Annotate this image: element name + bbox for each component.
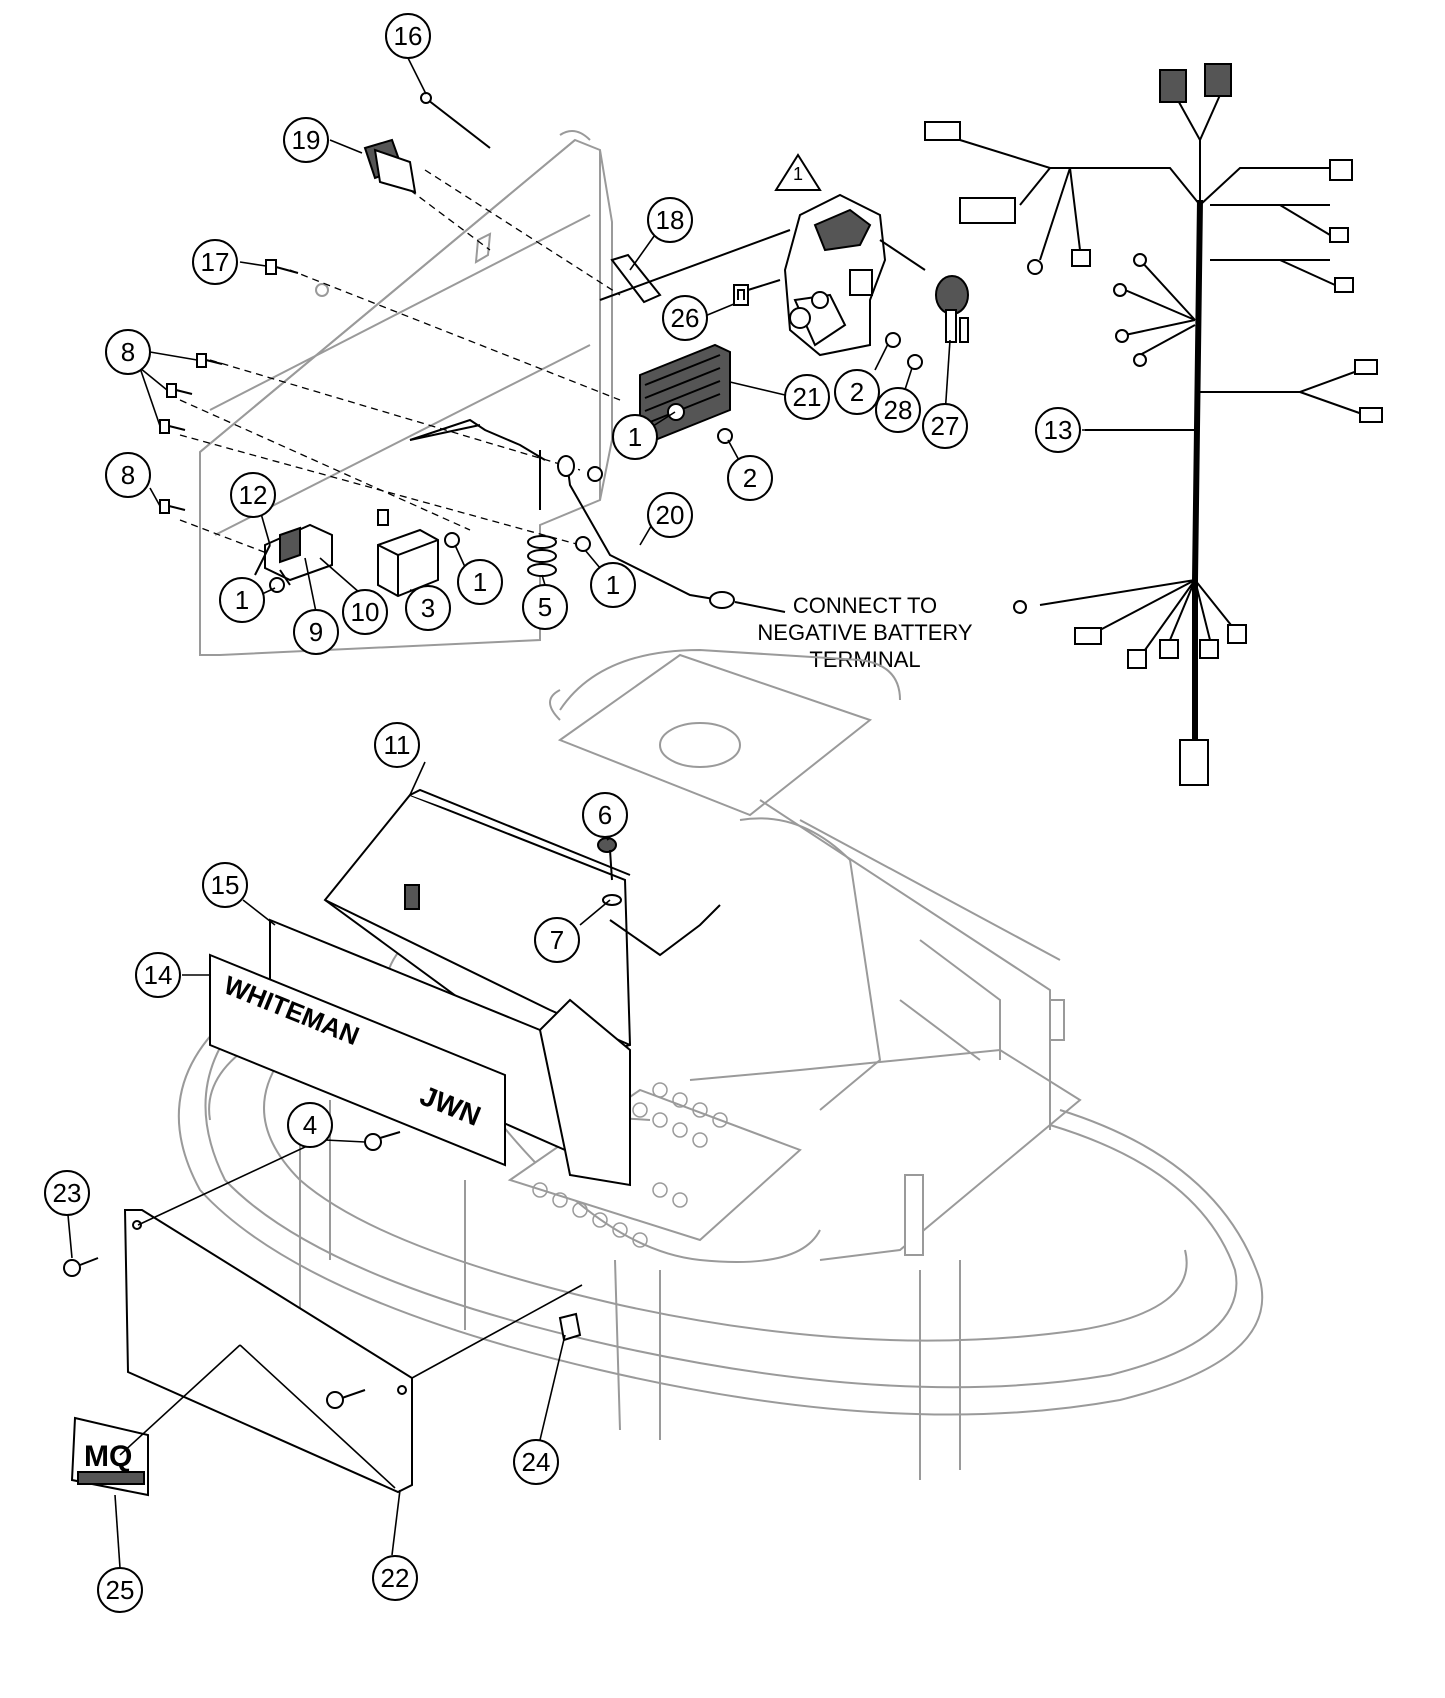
svg-text:28: 28 bbox=[884, 395, 913, 425]
svg-text:21: 21 bbox=[793, 382, 822, 412]
note-line-1: CONNECT TO bbox=[793, 593, 937, 618]
callout-8b: 8 bbox=[105, 452, 151, 498]
mq-decal-part: MQ bbox=[70, 1416, 149, 1497]
callout-19: 19 bbox=[283, 117, 329, 163]
callout-27: 27 bbox=[922, 403, 968, 449]
svg-text:7: 7 bbox=[550, 925, 564, 955]
relay-part bbox=[377, 509, 439, 598]
callout-20: 20 bbox=[647, 492, 693, 538]
cover-plate-part bbox=[63, 1209, 413, 1494]
diode-part bbox=[254, 523, 333, 593]
assembly-lines bbox=[179, 169, 621, 561]
callout-24: 24 bbox=[513, 1439, 559, 1485]
rocker-switch-part bbox=[363, 138, 417, 194]
screw-4-part bbox=[364, 1131, 401, 1151]
battery-terminal-note: CONNECT TO NEGATIVE BATTERY TERMINAL bbox=[757, 593, 972, 672]
svg-text:13: 13 bbox=[1044, 415, 1073, 445]
callout-22: 22 bbox=[372, 1555, 418, 1601]
callout-8a: 8 bbox=[105, 329, 151, 375]
panel-bracket bbox=[199, 130, 613, 656]
bolt-17-part bbox=[265, 259, 299, 275]
fuse-part bbox=[733, 279, 781, 306]
callout-18: 18 bbox=[647, 197, 693, 243]
svg-text:25: 25 bbox=[106, 1575, 135, 1605]
callout-11: 11 bbox=[374, 722, 420, 768]
svg-text:1: 1 bbox=[235, 585, 249, 615]
svg-text:4: 4 bbox=[303, 1110, 317, 1140]
decal-brand-text: MQ bbox=[84, 1440, 132, 1473]
svg-text:22: 22 bbox=[381, 1563, 410, 1593]
panel-wire bbox=[409, 418, 546, 510]
callout-1d: 1 bbox=[590, 562, 636, 608]
callout-25: 25 bbox=[97, 1567, 143, 1613]
ignition-key-part bbox=[935, 275, 969, 343]
callout-6: 6 bbox=[582, 792, 628, 838]
callout-2a: 2 bbox=[834, 369, 880, 415]
wiring-harness-part bbox=[924, 63, 1383, 786]
callout-1b: 1 bbox=[219, 577, 265, 623]
svg-text:11: 11 bbox=[384, 730, 411, 760]
svg-text:15: 15 bbox=[211, 870, 240, 900]
long-bolt-part bbox=[420, 92, 491, 149]
svg-text:1: 1 bbox=[606, 570, 620, 600]
svg-text:23: 23 bbox=[53, 1178, 82, 1208]
bolts-8-parts bbox=[159, 353, 223, 514]
callout-23: 23 bbox=[44, 1170, 90, 1216]
svg-text:6: 6 bbox=[598, 800, 612, 830]
callout-2b: 2 bbox=[727, 455, 773, 501]
callout-12: 12 bbox=[230, 472, 276, 518]
svg-text:27: 27 bbox=[931, 411, 960, 441]
callout-9: 9 bbox=[293, 609, 339, 655]
svg-text:8: 8 bbox=[121, 460, 135, 490]
svg-text:26: 26 bbox=[671, 303, 700, 333]
svg-text:18: 18 bbox=[656, 205, 685, 235]
svg-text:5: 5 bbox=[538, 592, 552, 622]
svg-text:16: 16 bbox=[394, 21, 423, 51]
svg-text:14: 14 bbox=[144, 960, 173, 990]
callout-1c: 1 bbox=[457, 559, 503, 605]
note-line-2: NEGATIVE BATTERY bbox=[757, 620, 972, 645]
callout-13: 13 bbox=[1035, 407, 1081, 453]
callout-10: 10 bbox=[342, 589, 388, 635]
callout-28: 28 bbox=[875, 387, 921, 433]
svg-text:8: 8 bbox=[121, 337, 135, 367]
callout-1a: 1 bbox=[612, 414, 658, 460]
callout-5: 5 bbox=[522, 584, 568, 630]
svg-text:10: 10 bbox=[351, 597, 380, 627]
ground-cable-part bbox=[557, 455, 786, 613]
callout-4: 4 bbox=[287, 1102, 333, 1148]
svg-text:1: 1 bbox=[628, 422, 642, 452]
svg-text:19: 19 bbox=[292, 125, 321, 155]
callout-3: 3 bbox=[405, 585, 451, 631]
svg-text:2: 2 bbox=[743, 463, 757, 493]
callout-14: 14 bbox=[135, 952, 181, 998]
warning-triangle-label: 1 bbox=[793, 164, 803, 184]
svg-text:24: 24 bbox=[522, 1447, 551, 1477]
callout-16: 16 bbox=[385, 13, 431, 59]
svg-text:3: 3 bbox=[421, 593, 435, 623]
svg-text:20: 20 bbox=[656, 500, 685, 530]
svg-text:2: 2 bbox=[850, 377, 864, 407]
clip-24-part bbox=[558, 1312, 582, 1342]
svg-text:17: 17 bbox=[201, 247, 230, 277]
callout-17: 17 bbox=[192, 239, 238, 285]
svg-text:12: 12 bbox=[239, 480, 268, 510]
ignition-switch-part bbox=[599, 193, 926, 357]
nuts-parts bbox=[717, 332, 923, 444]
callout-26: 26 bbox=[662, 295, 708, 341]
svg-text:1: 1 bbox=[473, 567, 487, 597]
warning-triangle: 1 bbox=[774, 153, 822, 191]
callout-15: 15 bbox=[202, 862, 248, 908]
note-line-3: TERMINAL bbox=[809, 647, 920, 672]
cable-clip-part bbox=[444, 466, 603, 577]
callout-7: 7 bbox=[534, 917, 580, 963]
callout-21: 21 bbox=[784, 374, 830, 420]
trowel-frame bbox=[177, 648, 1264, 1480]
svg-text:9: 9 bbox=[309, 617, 323, 647]
